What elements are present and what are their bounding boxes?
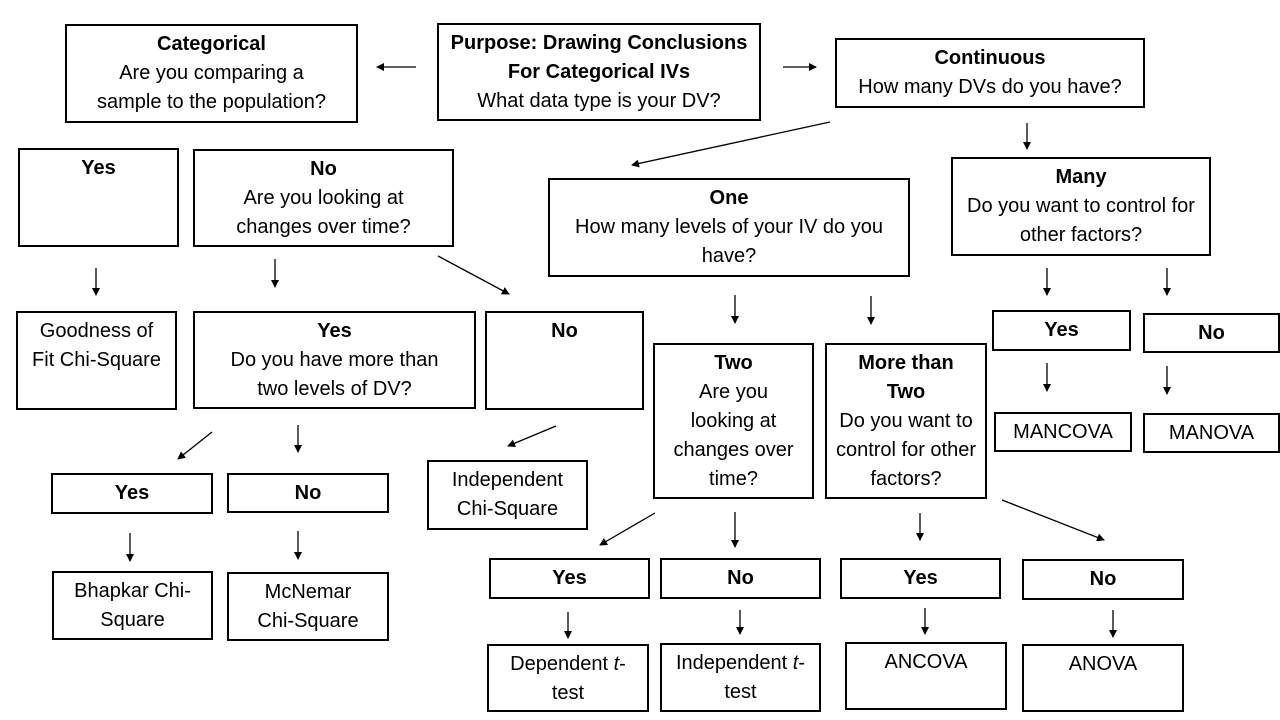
- levels-no-box: No: [227, 473, 389, 513]
- independent-t-box: Independent t-test: [660, 643, 821, 712]
- cat-yes-box: Yes: [18, 148, 179, 247]
- anova-label: ANOVA: [1068, 653, 1138, 675]
- many-box: Many Do you want to control for other fa…: [951, 157, 1211, 256]
- two-no-box: No: [660, 558, 821, 599]
- one-question: How many levels of your IV do you have?: [575, 216, 883, 267]
- mancova-label: MANCOVA: [1013, 421, 1113, 443]
- ancova-label: ANCOVA: [884, 651, 968, 673]
- continuous-title: Continuous: [934, 47, 1046, 69]
- cat-yes-title: Yes: [81, 157, 116, 179]
- continuous-question: How many DVs do you have?: [858, 76, 1122, 98]
- independent-chi-label: Independent Chi-Square: [451, 469, 564, 520]
- two-yes-title: Yes: [552, 567, 587, 589]
- cat-no-title: No: [310, 158, 337, 180]
- bhapkar-box: Bhapkar Chi-Square: [52, 571, 213, 640]
- arrow-continuous-one: [631, 121, 831, 168]
- time-yes-box: Yes Do you have more than two levels of …: [193, 311, 476, 409]
- manova-box: MANOVA: [1143, 413, 1280, 453]
- dependent-t-post: -test: [551, 653, 626, 704]
- categorical-box: Categorical Are you comparing a sample t…: [65, 24, 358, 123]
- purpose-title: Purpose: Drawing Conclusions: [450, 32, 748, 54]
- arrow-no-timeno: [437, 255, 510, 295]
- time-yes-question: Do you have more than two levels of DV?: [230, 349, 439, 400]
- dependent-t-box: Dependent t-test: [487, 644, 649, 712]
- arrow-mtt-mttno: [1001, 499, 1105, 542]
- arrow-two-twoyes: [599, 512, 656, 546]
- independent-t-post: -test: [724, 652, 805, 703]
- one-title: One: [709, 187, 749, 209]
- dependent-t-pre: Dependent: [510, 653, 614, 675]
- mtt-yes-box: Yes: [840, 558, 1001, 599]
- two-title: Two: [714, 352, 753, 374]
- two-no-title: No: [727, 567, 754, 589]
- categorical-question: Are you comparing a sample to the popula…: [96, 62, 327, 113]
- mtt-no-box: No: [1022, 559, 1184, 600]
- anova-box: ANOVA: [1022, 644, 1184, 712]
- goodness-fit-box: Goodness of Fit Chi-Square: [16, 311, 177, 410]
- arrow-timeyes-levelsyes: [177, 431, 213, 460]
- more-than-two-question: Do you want to control for other factors…: [835, 410, 977, 490]
- mtt-no-title: No: [1089, 568, 1117, 590]
- bhapkar-label: Bhapkar Chi-Square: [74, 580, 191, 631]
- independent-t-pre: Independent: [675, 652, 793, 674]
- time-no-title: No: [551, 320, 578, 342]
- continuous-box: Continuous How many DVs do you have?: [835, 38, 1145, 108]
- levels-yes-title: Yes: [114, 482, 150, 504]
- many-no-title: No: [1198, 322, 1225, 344]
- dependent-t-italic: t: [613, 653, 620, 675]
- levels-yes-box: Yes: [51, 473, 213, 514]
- more-than-two-box: More than Two Do you want to control for…: [825, 343, 987, 499]
- purpose-question: What data type is your DV?: [477, 90, 721, 112]
- mcnemar-label: McNemar Chi-Square: [257, 581, 359, 632]
- many-yes-title: Yes: [1044, 319, 1079, 341]
- mcnemar-box: McNemar Chi-Square: [227, 572, 389, 641]
- many-question: Do you want to control for other factors…: [967, 195, 1195, 246]
- mancova-box: MANCOVA: [994, 412, 1132, 452]
- many-no-box: No: [1143, 313, 1280, 353]
- manova-label: MANOVA: [1168, 422, 1255, 444]
- independent-chi-box: Independent Chi-Square: [427, 460, 588, 530]
- arrow-timeno-independentchi: [507, 425, 557, 447]
- mtt-yes-title: Yes: [903, 567, 938, 589]
- dependent-t-label: Dependent t-test: [495, 650, 641, 708]
- time-yes-title: Yes: [317, 320, 352, 342]
- many-yes-box: Yes: [992, 310, 1131, 351]
- two-yes-box: Yes: [489, 558, 650, 599]
- two-box: Two Are you looking at changes over time…: [653, 343, 814, 499]
- purpose-box: Purpose: Drawing Conclusions For Categor…: [437, 23, 761, 121]
- cat-no-question: Are you looking at changes over time?: [236, 187, 411, 238]
- ancova-box: ANCOVA: [845, 642, 1007, 710]
- one-box: One How many levels of your IV do you ha…: [548, 178, 910, 277]
- independent-t-italic: t: [792, 652, 799, 674]
- categorical-title: Categorical: [157, 33, 266, 55]
- more-than-two-title: More than Two: [858, 352, 954, 403]
- levels-no-title: No: [294, 482, 322, 504]
- two-question: Are you looking at changes over time?: [673, 381, 794, 490]
- time-no-box: No: [485, 311, 644, 410]
- cat-no-box: No Are you looking at changes over time?: [193, 149, 454, 247]
- independent-t-label: Independent t-test: [668, 649, 813, 707]
- purpose-title-2: For Categorical IVs: [507, 61, 691, 83]
- many-title: Many: [1055, 166, 1107, 188]
- goodness-fit-label: Goodness of Fit Chi-Square: [32, 320, 161, 371]
